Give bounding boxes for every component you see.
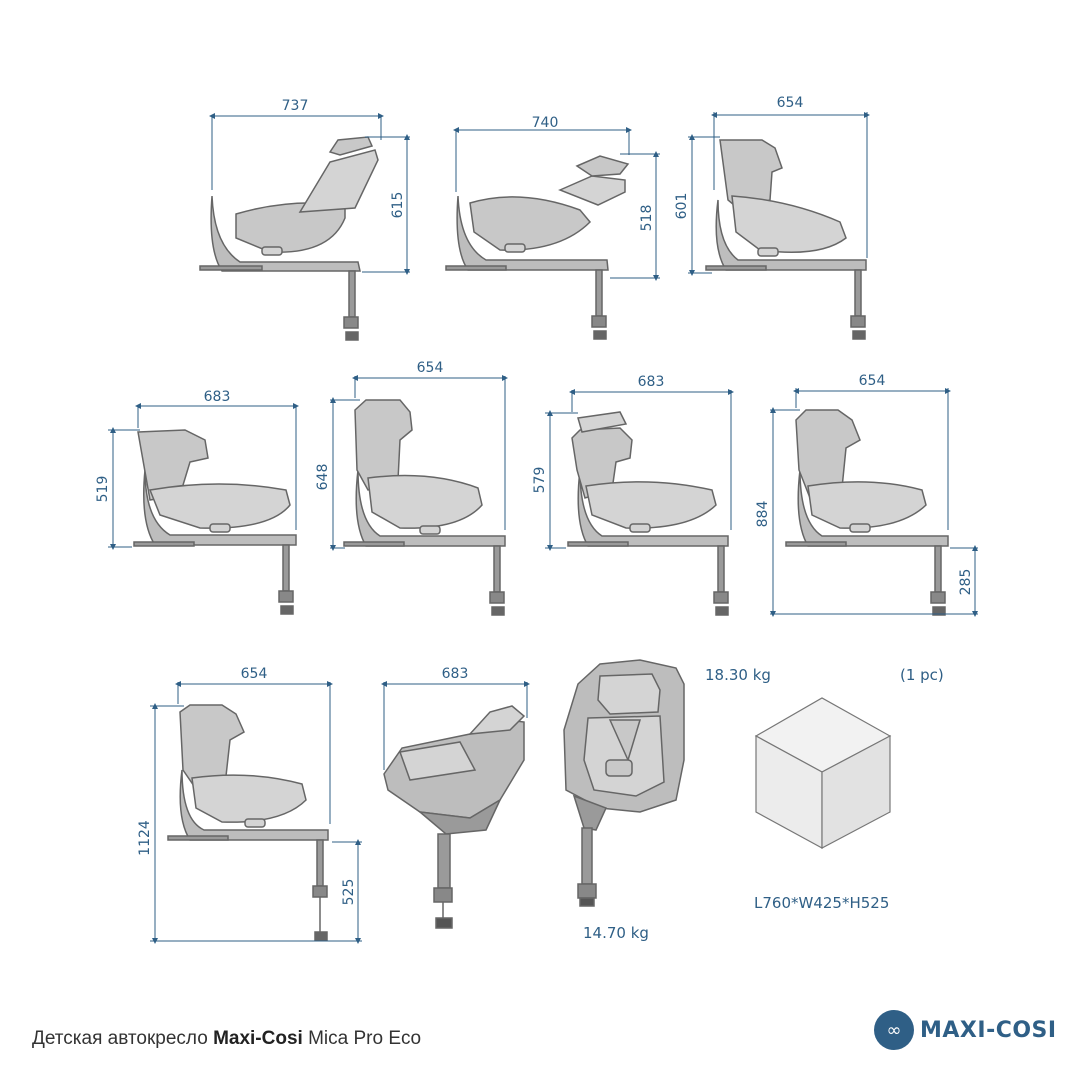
view-g-width-label: 654 [859, 373, 886, 389]
view-f-width-label: 683 [638, 374, 665, 390]
view-f-toddler-low: 683 579 [532, 374, 734, 616]
package-size-label: L760*W425*H525 [754, 894, 889, 912]
view-b-fully-reclined: 740 518 [445, 115, 660, 340]
view-h-width-label: 654 [241, 666, 268, 682]
view-c-width-label: 654 [777, 95, 804, 111]
view-b-width-label: 740 [532, 115, 559, 131]
view-b-height-label: 518 [639, 205, 655, 232]
brand-logo: ∞ MAXI-COSI [874, 1008, 1057, 1052]
product-caption: Детская автокресло Maxi-Cosi Mica Pro Ec… [32, 1028, 421, 1050]
gross-weight-label: 18.30 kg [705, 666, 771, 684]
seat-weight-label: 14.70 kg [583, 924, 649, 942]
package-count-label: (1 pc) [900, 666, 944, 684]
package-box-icon [754, 697, 892, 850]
view-c-upright: 654 601 [674, 95, 870, 340]
brand-logo-text: MAXI-COSI [920, 1017, 1057, 1043]
view-a-height-label: 615 [390, 192, 406, 219]
brand-logo-icon: ∞ [874, 1010, 914, 1050]
caption-model: Mica Pro Eco [302, 1028, 422, 1049]
view-h-height-label: 1124 [137, 820, 153, 856]
view-e-infant-mid: 654 648 [315, 360, 508, 616]
view-f-height-label: 579 [532, 467, 548, 494]
view-i-perspective: 683 [381, 666, 530, 929]
view-d-height-label: 519 [95, 476, 111, 503]
view-e-height-label: 648 [315, 464, 331, 491]
view-h-base-height-label: 525 [341, 879, 357, 906]
view-c-height-label: 601 [674, 193, 690, 220]
view-h-full-height: 654 1124 525 [137, 666, 362, 944]
caption-brand: Maxi-Cosi [213, 1028, 303, 1049]
view-g-height-label: 884 [755, 501, 771, 528]
view-d-width-label: 683 [204, 389, 231, 405]
view-a-width-label: 737 [282, 98, 309, 114]
view-g-toddler-tall: 654 884 285 [755, 373, 978, 617]
view-g-base-height-label: 285 [958, 569, 974, 596]
caption-prefix: Детская автокресло [32, 1028, 214, 1049]
view-a-reclined: 737 615 [199, 98, 410, 341]
view-j-front-perspective [563, 659, 685, 907]
view-e-width-label: 654 [417, 360, 444, 376]
view-d-infant-low: 683 519 [95, 389, 299, 615]
view-i-width-label: 683 [442, 666, 469, 682]
